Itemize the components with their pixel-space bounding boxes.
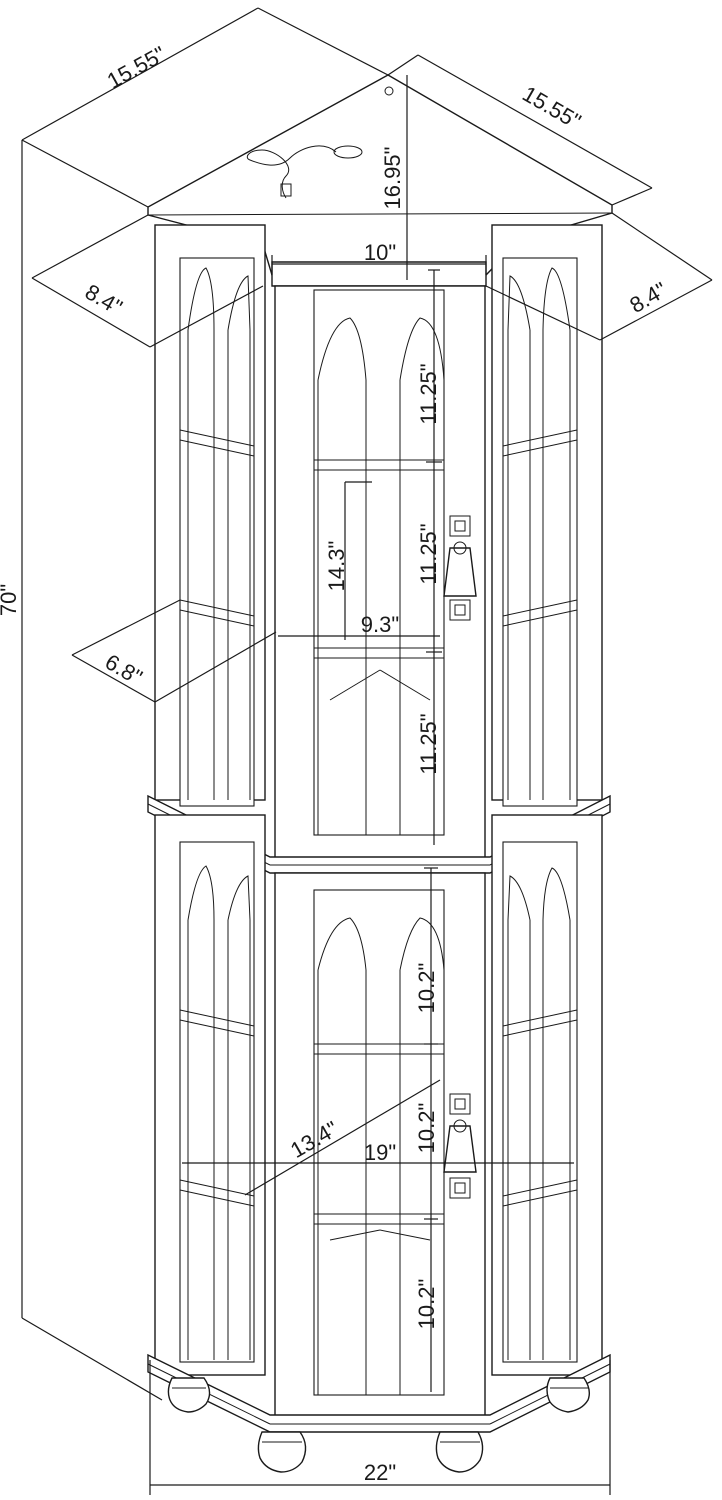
label-door-glass-height: 14.3" (324, 541, 349, 592)
cable-grommet (333, 145, 363, 159)
left-side-upper-panel (154, 224, 266, 807)
cabinet-feet (167, 1377, 591, 1473)
left-side-lower-panel (154, 814, 266, 1376)
label-lower-shelf-1: 10.2" (414, 963, 439, 1014)
label-inner-front-width: 9.3" (361, 612, 399, 637)
front-upper-door (274, 285, 486, 862)
lower-handle-icon (443, 1093, 477, 1199)
label-top-clearance: 16.95" (380, 147, 405, 210)
label-inner-width: 19" (364, 1140, 396, 1165)
label-top-left-depth: 15.55" (103, 41, 170, 93)
foot-right (546, 1377, 591, 1413)
foot-left (167, 1377, 211, 1413)
label-upper-shelf-1: 11.25" (416, 363, 441, 424)
power-cord-icon (246, 145, 337, 199)
label-top-right-depth: 15.55" (518, 81, 585, 134)
dimension-lines (21, 7, 713, 1495)
label-total-width: 22" (364, 1460, 396, 1485)
label-upper-shelf-2: 11.25" (416, 523, 441, 584)
screw-hole (384, 86, 394, 96)
cabinet-crown (271, 261, 487, 287)
label-lower-shelf-2: 10.2" (414, 1103, 439, 1154)
label-inner-side-depth: 6.8" (101, 649, 147, 690)
right-side-lower-panel (491, 814, 603, 1376)
front-lower-door (274, 872, 486, 1419)
foot-front-left (257, 1431, 307, 1473)
right-side-upper-panel (491, 224, 603, 807)
label-left-side-width: 8.4" (81, 279, 127, 320)
label-right-side-width: 8.4" (625, 277, 671, 318)
upper-handle-icon (443, 515, 477, 621)
label-lower-shelf-3: 10.2" (414, 1279, 439, 1330)
label-crown-front-width: 10" (364, 240, 396, 265)
label-total-height: 70" (0, 584, 21, 616)
foot-front-right (435, 1431, 484, 1473)
label-upper-shelf-3: 11.25" (416, 713, 441, 774)
